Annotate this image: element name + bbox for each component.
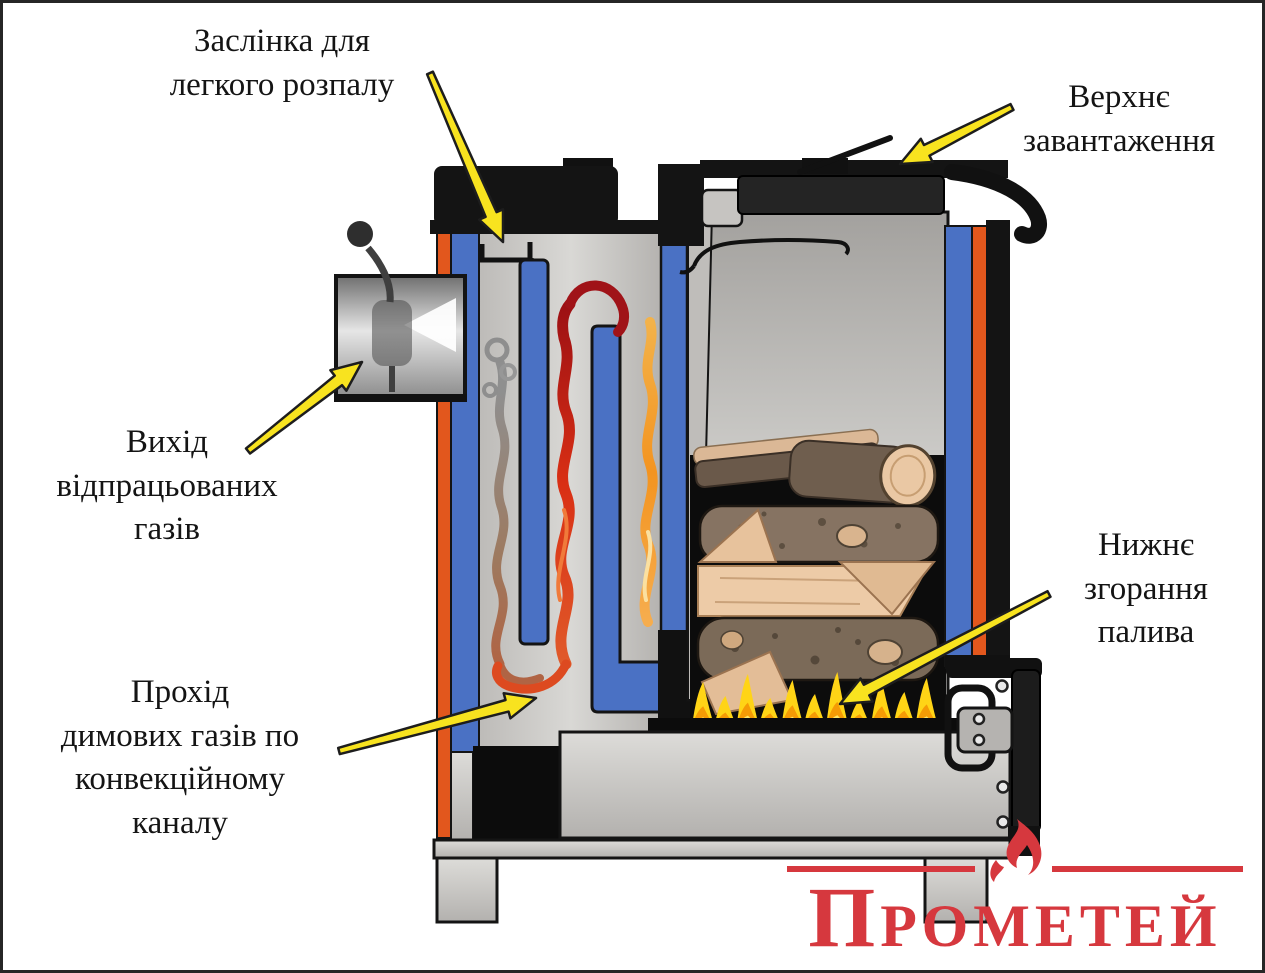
left-lid (434, 166, 618, 226)
water-jacket-right (944, 220, 1010, 669)
label-top-loading: Верхнє завантаження (1022, 79, 1216, 159)
baffle-upper (518, 258, 550, 646)
lid-rod-handle (797, 135, 893, 175)
wood-pile (693, 428, 940, 716)
label-lower-combustion: Нижнє згорання палива (1084, 527, 1208, 651)
arrow-lower-combustion (838, 589, 1052, 706)
side-door-edge (1011, 669, 1041, 833)
arrow-convection-channel (336, 691, 538, 756)
middle-partition (658, 238, 690, 758)
label-ignition-damper: Заслінка для легкого розпалу (169, 23, 395, 103)
door-stop-rod (679, 238, 850, 275)
flue-damper-plate (372, 300, 412, 366)
label-flue-gas-outlet: Вихід відпрацьованих газів (56, 424, 278, 548)
arrow-top-loading (898, 102, 1015, 166)
arrow-flue-gas-outlet (244, 360, 364, 455)
damper-knob (347, 221, 373, 247)
flame-icon (990, 819, 1042, 882)
logo-rule-right (1052, 866, 1243, 872)
left-leg (435, 856, 499, 924)
flow-direction-triangle-icon (404, 298, 456, 352)
red-flame-trace (491, 280, 630, 694)
callout-arrows (244, 70, 1052, 756)
ash-door-front (558, 730, 1012, 840)
logo-rule-left (787, 866, 975, 872)
flame-tongues (692, 672, 938, 726)
label-convection-channel: Прохід димових газів по конвекційному ка… (60, 674, 300, 841)
pedestal-plate (432, 838, 1012, 860)
flue-outlet (334, 221, 467, 402)
orange-flame-trace (639, 317, 658, 627)
lid-curved-handle (944, 164, 1047, 244)
door-bolts (972, 679, 1010, 829)
brand-name: Прометей (808, 869, 1222, 965)
hinge-plate (956, 706, 1014, 754)
arrow-ignition-damper (425, 70, 505, 244)
loading-lid (737, 175, 945, 215)
